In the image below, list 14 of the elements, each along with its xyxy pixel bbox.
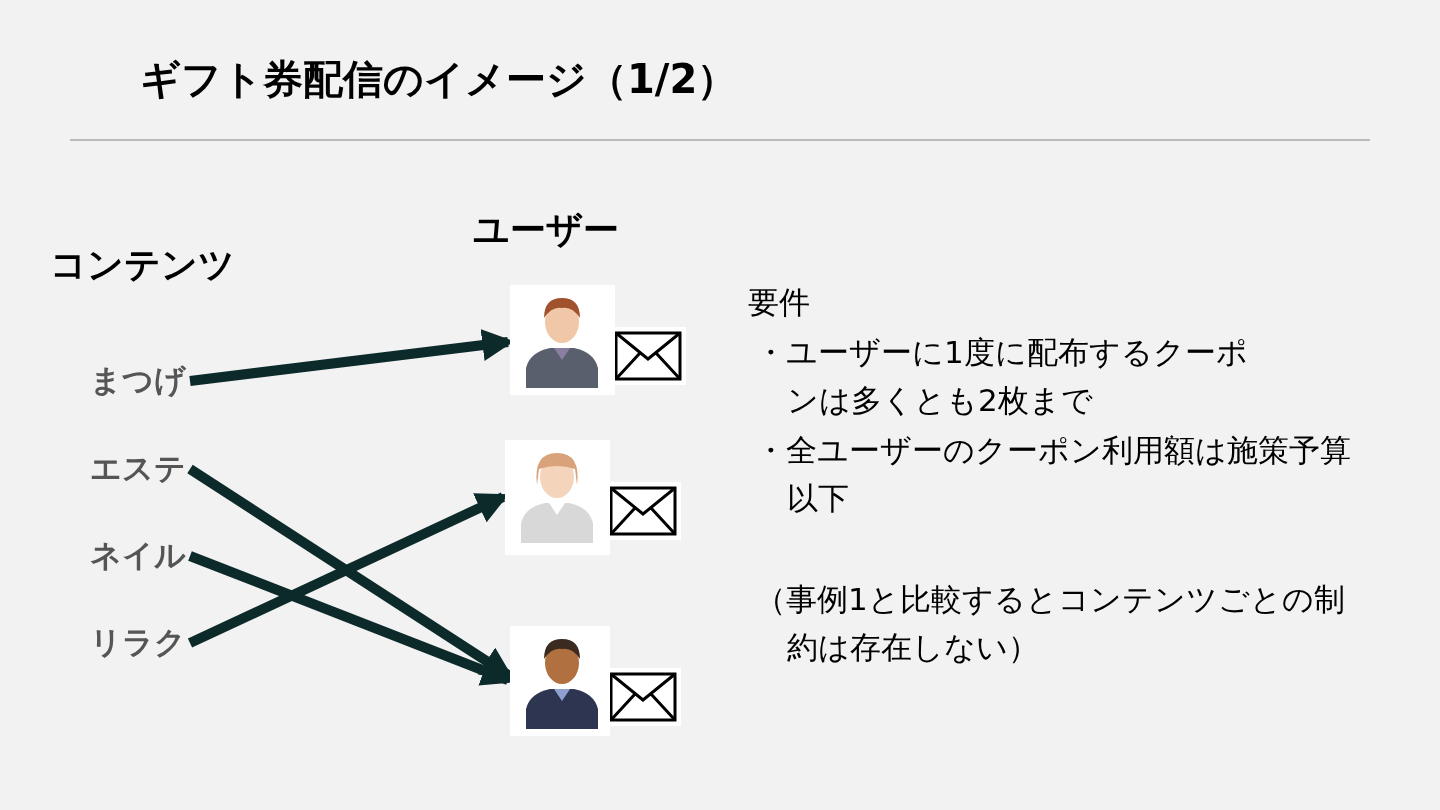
bullet-text: ・全ユーザーのクーポン利用額は施策予算以下 — [755, 431, 1352, 518]
avatar-card — [510, 285, 615, 395]
avatar-card — [510, 626, 610, 736]
requirements-heading: 要件 — [748, 283, 811, 322]
column-heading: コンテンツ — [50, 243, 236, 287]
content-label: ネイル — [90, 537, 186, 573]
content-label: エステ — [90, 450, 186, 486]
content-label: まつげ — [90, 362, 186, 398]
column-heading: ユーザー — [473, 208, 620, 252]
avatar-card — [505, 440, 610, 555]
bullet-text: ・ユーザーに1度に配布するクーポンは多くとも2枚まで — [755, 333, 1249, 420]
content-label: リラク — [90, 624, 186, 660]
note-text: （事例1と比較するとコンテンツごとの制約は存在しない） — [755, 580, 1346, 667]
slide-title: ギフト券配信のイメージ（1/2） — [140, 55, 738, 104]
